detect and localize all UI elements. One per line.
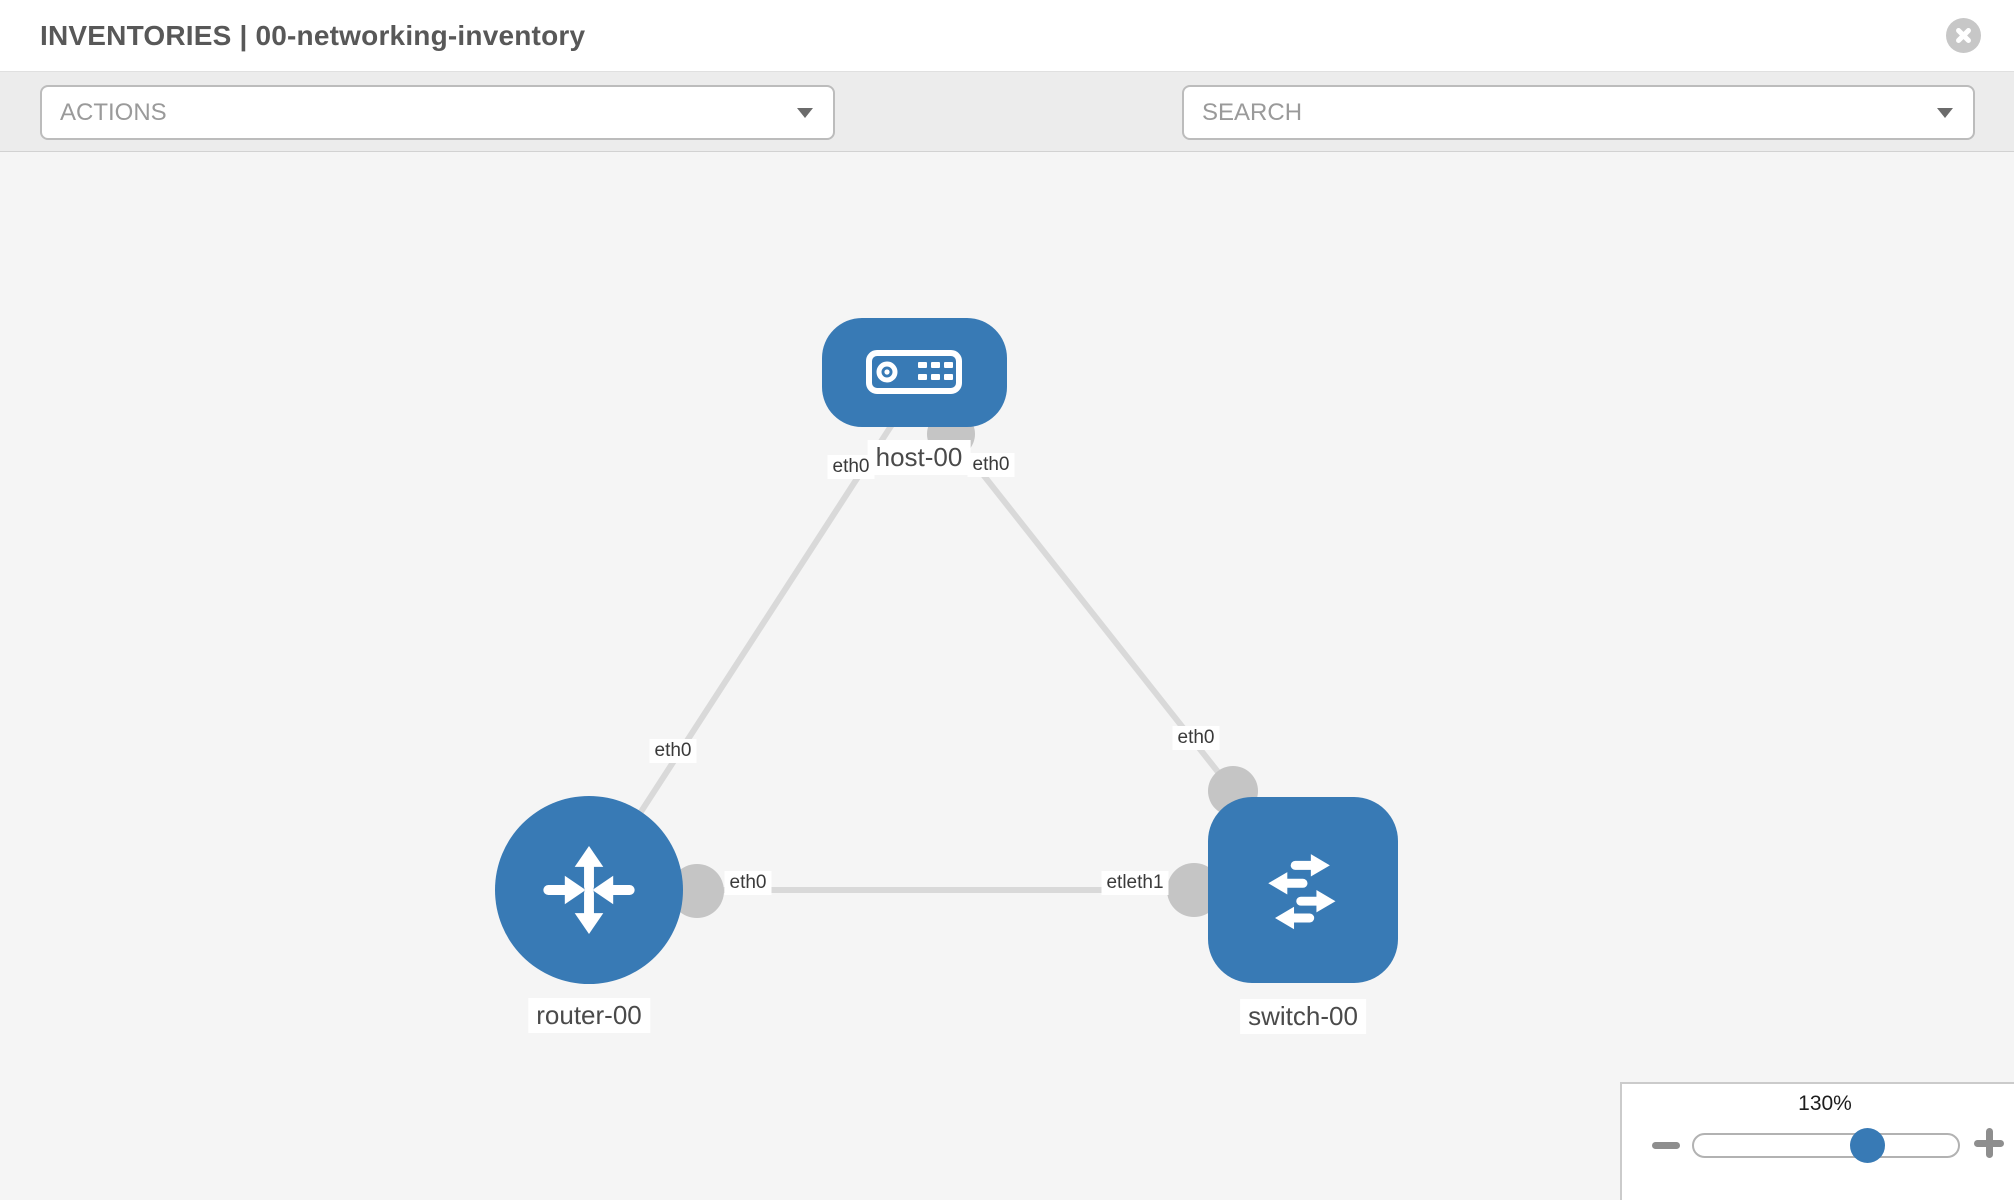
search-input[interactable] xyxy=(1202,89,1902,136)
zoom-level-label: 130% xyxy=(1798,1092,1852,1115)
zoom-slider-track[interactable] xyxy=(1692,1128,1960,1163)
close-button[interactable] xyxy=(1946,18,1981,53)
zoom-panel: 130% xyxy=(1620,1082,2014,1200)
page-title: INVENTORIES | 00-networking-inventory xyxy=(40,20,586,51)
header: INVENTORIES | 00-networking-inventory xyxy=(0,0,2014,72)
topology-canvas[interactable]: host-00 router-00 switch-00 eth0 eth0 et… xyxy=(0,152,2014,1200)
links-layer xyxy=(597,410,1258,918)
port-label-router-link-eth0: eth0 xyxy=(649,739,697,763)
interface-connector-router[interactable] xyxy=(670,864,724,918)
node-label-host-00: host-00 xyxy=(867,440,971,475)
chevron-down-icon xyxy=(1937,108,1953,118)
node-router-00[interactable] xyxy=(495,796,683,984)
search-dropdown[interactable] xyxy=(1182,85,1975,140)
chevron-down-icon xyxy=(797,108,813,118)
node-label-router-00: router-00 xyxy=(528,998,650,1033)
zoom-out-button[interactable] xyxy=(1652,1142,1680,1149)
port-label-router-eth0: eth0 xyxy=(724,871,772,895)
interface-connector-switch-left[interactable] xyxy=(1167,863,1221,917)
host-icon xyxy=(866,350,962,394)
port-label-host-eth0-left: eth0 xyxy=(827,455,875,479)
node-label-switch-00: switch-00 xyxy=(1240,999,1366,1034)
node-switch-00[interactable] xyxy=(1208,797,1398,983)
close-icon xyxy=(1946,18,1981,53)
zoom-slider-handle[interactable] xyxy=(1850,1128,1885,1163)
actions-dropdown[interactable]: ACTIONS xyxy=(40,85,835,140)
zoom-in-button[interactable] xyxy=(1974,1128,2004,1158)
port-label-switch-eth0: eth0 xyxy=(1172,726,1220,750)
port-label-switch-eth1: etleth1 xyxy=(1101,871,1169,895)
router-icon xyxy=(543,846,635,934)
link-host-router[interactable] xyxy=(597,421,896,877)
actions-dropdown-label: ACTIONS xyxy=(60,99,167,126)
node-host-00[interactable] xyxy=(822,318,1007,427)
toolbar: ACTIONS xyxy=(0,72,2014,205)
port-label-host-eth0-right: eth0 xyxy=(967,453,1015,477)
switch-icon xyxy=(1268,854,1336,930)
